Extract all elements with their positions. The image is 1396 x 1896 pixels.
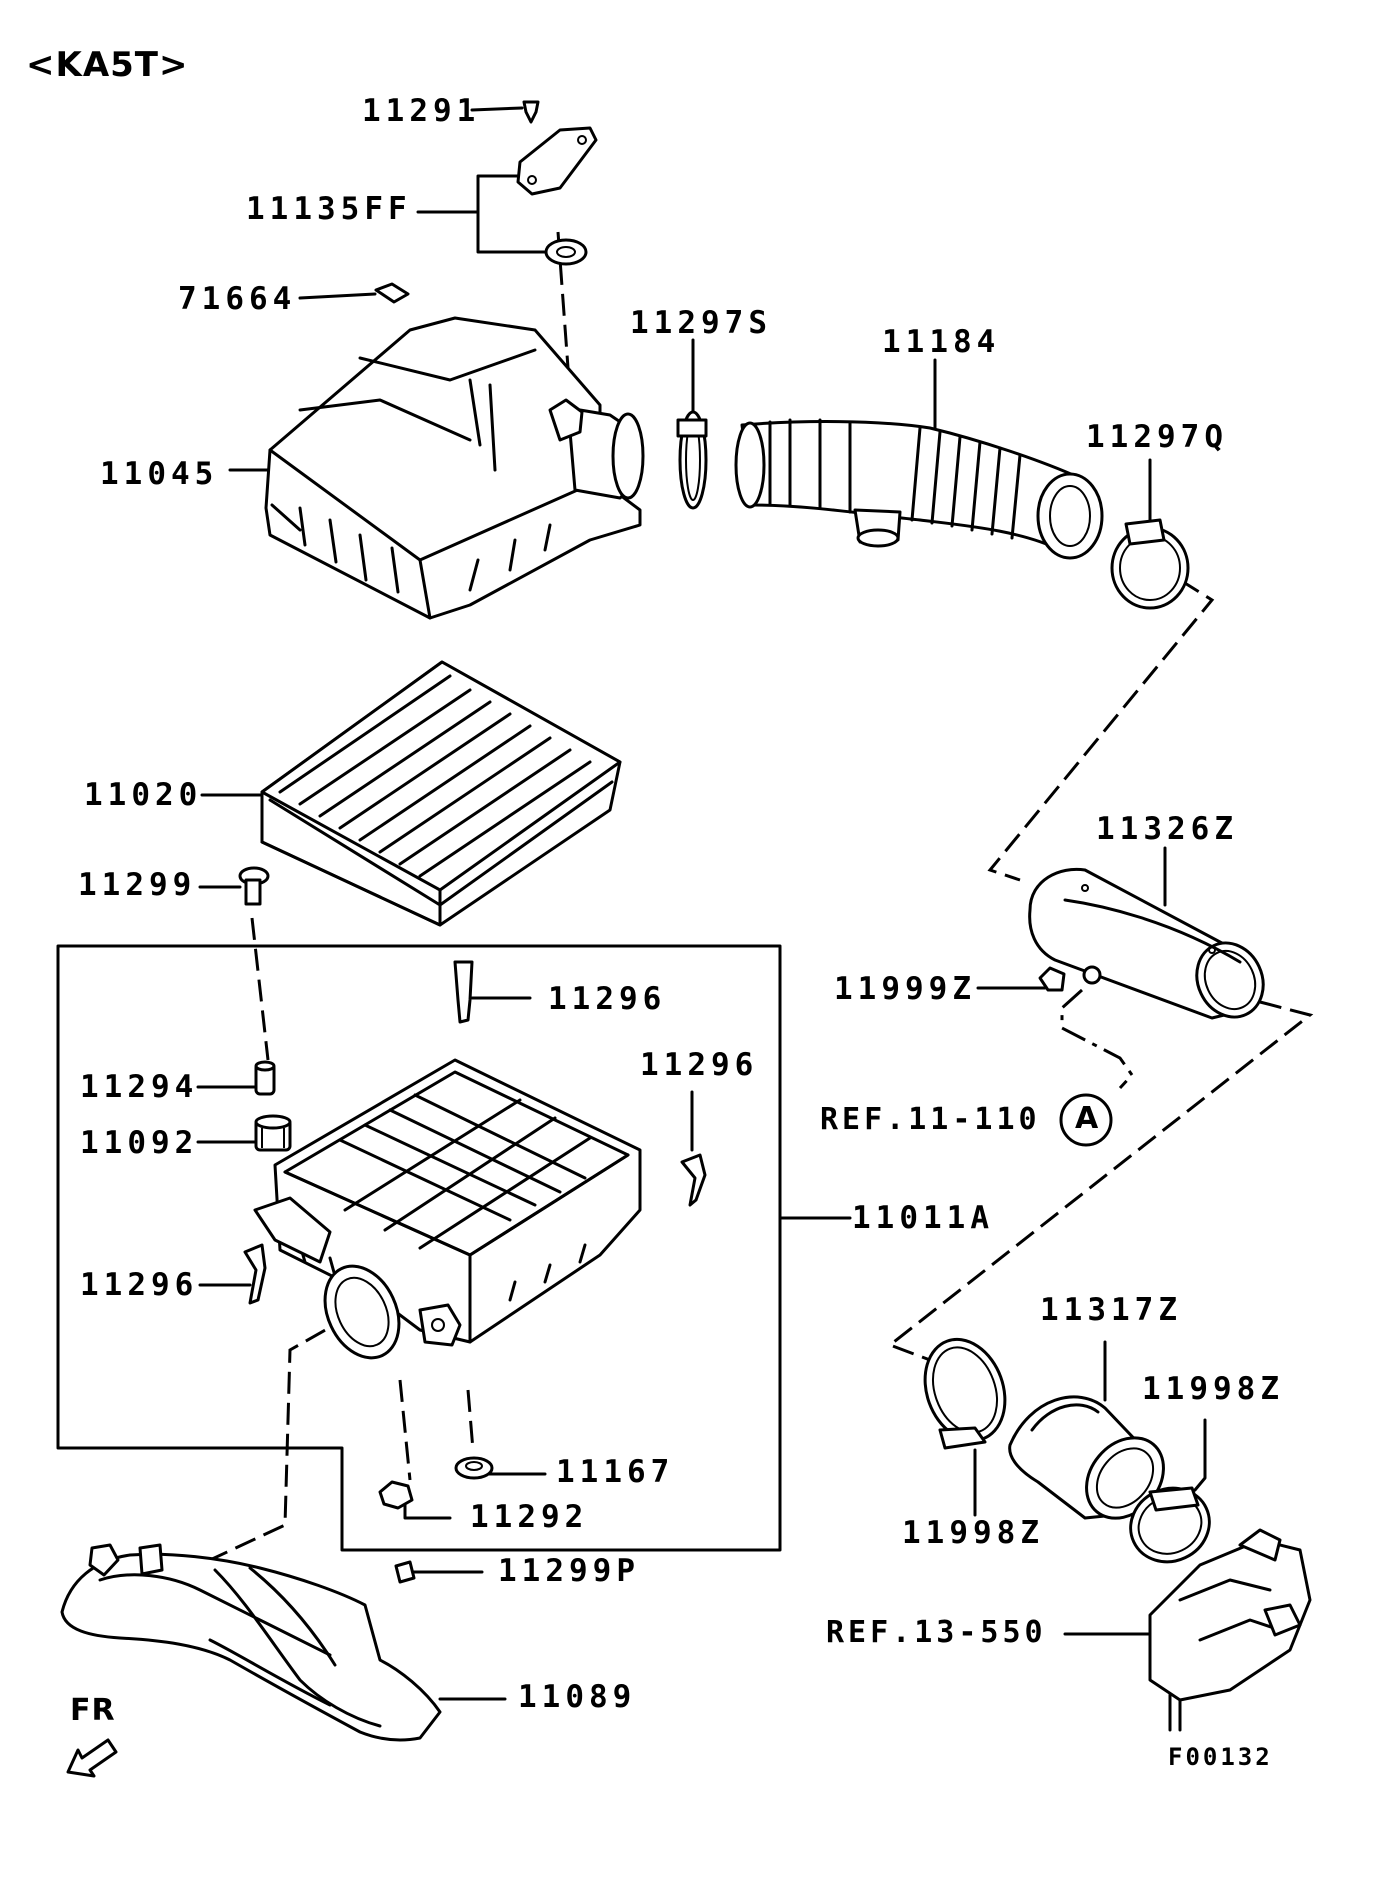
reference-marker-a: A [1075,1101,1099,1136]
part-label-11998Z-right: 11998Z [1142,1371,1284,1407]
plate-11135FF [516,126,598,266]
part-label-11299: 11299 [78,867,197,903]
collar-11294 [254,1060,276,1096]
forward-arrow-icon [66,1738,118,1778]
part-label-11296-top: 11296 [548,981,667,1017]
model-header: <KA5T> [26,45,189,85]
front-direction-label: FR [70,1693,116,1728]
part-label-11020: 11020 [84,777,203,813]
assembly-bracket [56,944,782,1552]
connection-lines [209,231,1314,1562]
leader-lines [196,106,1207,1701]
air-filter-element-11020 [260,660,622,927]
part-label-11296-left: 11296 [80,1267,199,1303]
clip-11292 [378,1480,414,1510]
part-label-11135FF: 11135FF [246,191,412,227]
part-label-11292: 11292 [470,1499,589,1535]
throttle-body-ref-13-550 [1148,1528,1312,1732]
screw-11291 [522,100,540,124]
hose-11317Z [1008,1395,1165,1520]
clamp-11998Z-left [923,1337,1007,1450]
air-cleaner-upper-case-11045 [264,316,645,620]
clip-11296-left [243,1243,267,1305]
duct-11326Z [1028,867,1265,1020]
part-label-11317Z: 11317Z [1040,1292,1182,1328]
part-label-11045: 11045 [100,456,219,492]
intake-hose-11184 [734,418,1104,560]
part-label-11184: 11184 [882,324,1001,360]
part-label-11167: 11167 [556,1454,675,1490]
inlet-duct-11089 [60,1543,442,1742]
part-label-11297S: 11297S [630,305,772,341]
part-label-11296-right: 11296 [640,1047,759,1083]
part-label-71664: 71664 [178,281,297,317]
grommet-11167 [454,1456,494,1480]
part-label-11299P: 11299P [498,1553,640,1589]
part-label-11999Z: 11999Z [834,971,976,1007]
part-label-11291: 11291 [362,93,481,129]
part-label-11092: 11092 [80,1125,199,1161]
air-cleaner-lower-case-11011A [253,1058,642,1360]
part-label-11294: 11294 [80,1069,199,1105]
reference-13-550: REF.13-550 [826,1615,1047,1650]
insulator-11092 [254,1114,292,1152]
clamp-11998Z-right [1129,1486,1211,1564]
part-label-11297Q: 11297Q [1086,419,1228,455]
clamp-11297S [676,410,708,510]
grommet-11999Z [1038,965,1102,992]
part-label-11998Z-left: 11998Z [902,1515,1044,1551]
ref-marker-a-circle [1059,1093,1113,1147]
clip-71664 [374,282,410,304]
part-label-11326Z: 11326Z [1096,811,1238,847]
clip-11296-top [453,960,474,1024]
part-label-11089: 11089 [518,1679,637,1715]
bolt-11299 [238,866,270,906]
part-label-11011A: 11011A [852,1200,994,1236]
bolt-11299P [394,1560,416,1584]
clip-11296-right [680,1153,707,1207]
figure-code: F00132 [1168,1743,1273,1771]
reference-11-110: REF.11-110 [820,1102,1041,1137]
clamp-11297Q [1110,518,1190,610]
